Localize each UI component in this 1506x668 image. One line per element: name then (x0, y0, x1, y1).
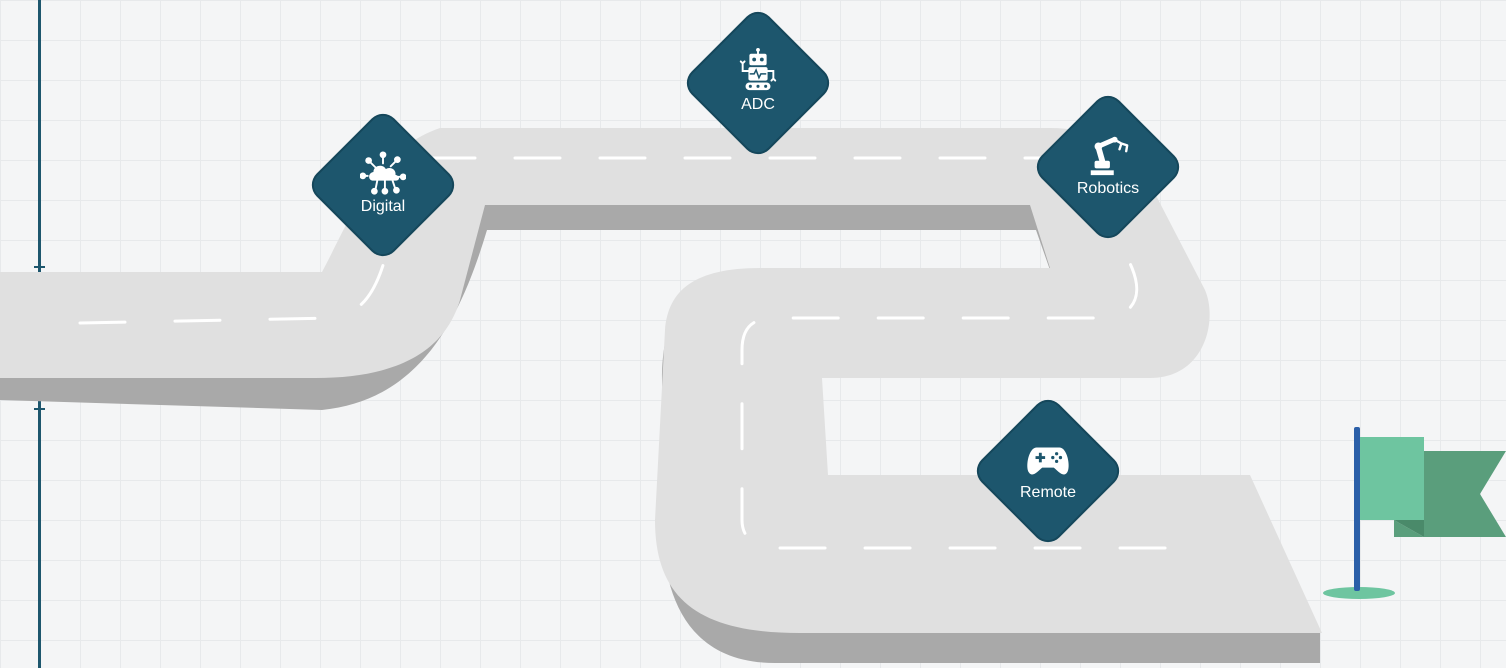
robot-icon (739, 48, 777, 91)
milestone-label: Digital (360, 198, 406, 215)
milestone-label: Remote (1019, 484, 1077, 501)
cloud-network-icon (360, 151, 406, 195)
milestone-label: ADC (741, 96, 775, 113)
road-surface (0, 128, 1322, 633)
timeline-tick (34, 408, 45, 410)
milestone-robotics[interactable]: Robotics (1033, 92, 1183, 242)
milestone-digital[interactable]: Digital (308, 110, 458, 260)
gamepad-icon (1027, 447, 1069, 475)
robotic-arm-icon (1090, 136, 1129, 176)
milestone-adc[interactable]: ADC (683, 8, 833, 158)
lane-markings (78, 156, 1207, 550)
timeline-tick (34, 266, 45, 268)
milestone-label: Robotics (1076, 180, 1140, 197)
finish-flag-icon (1323, 427, 1506, 599)
milestone-remote[interactable]: Remote (973, 396, 1123, 546)
